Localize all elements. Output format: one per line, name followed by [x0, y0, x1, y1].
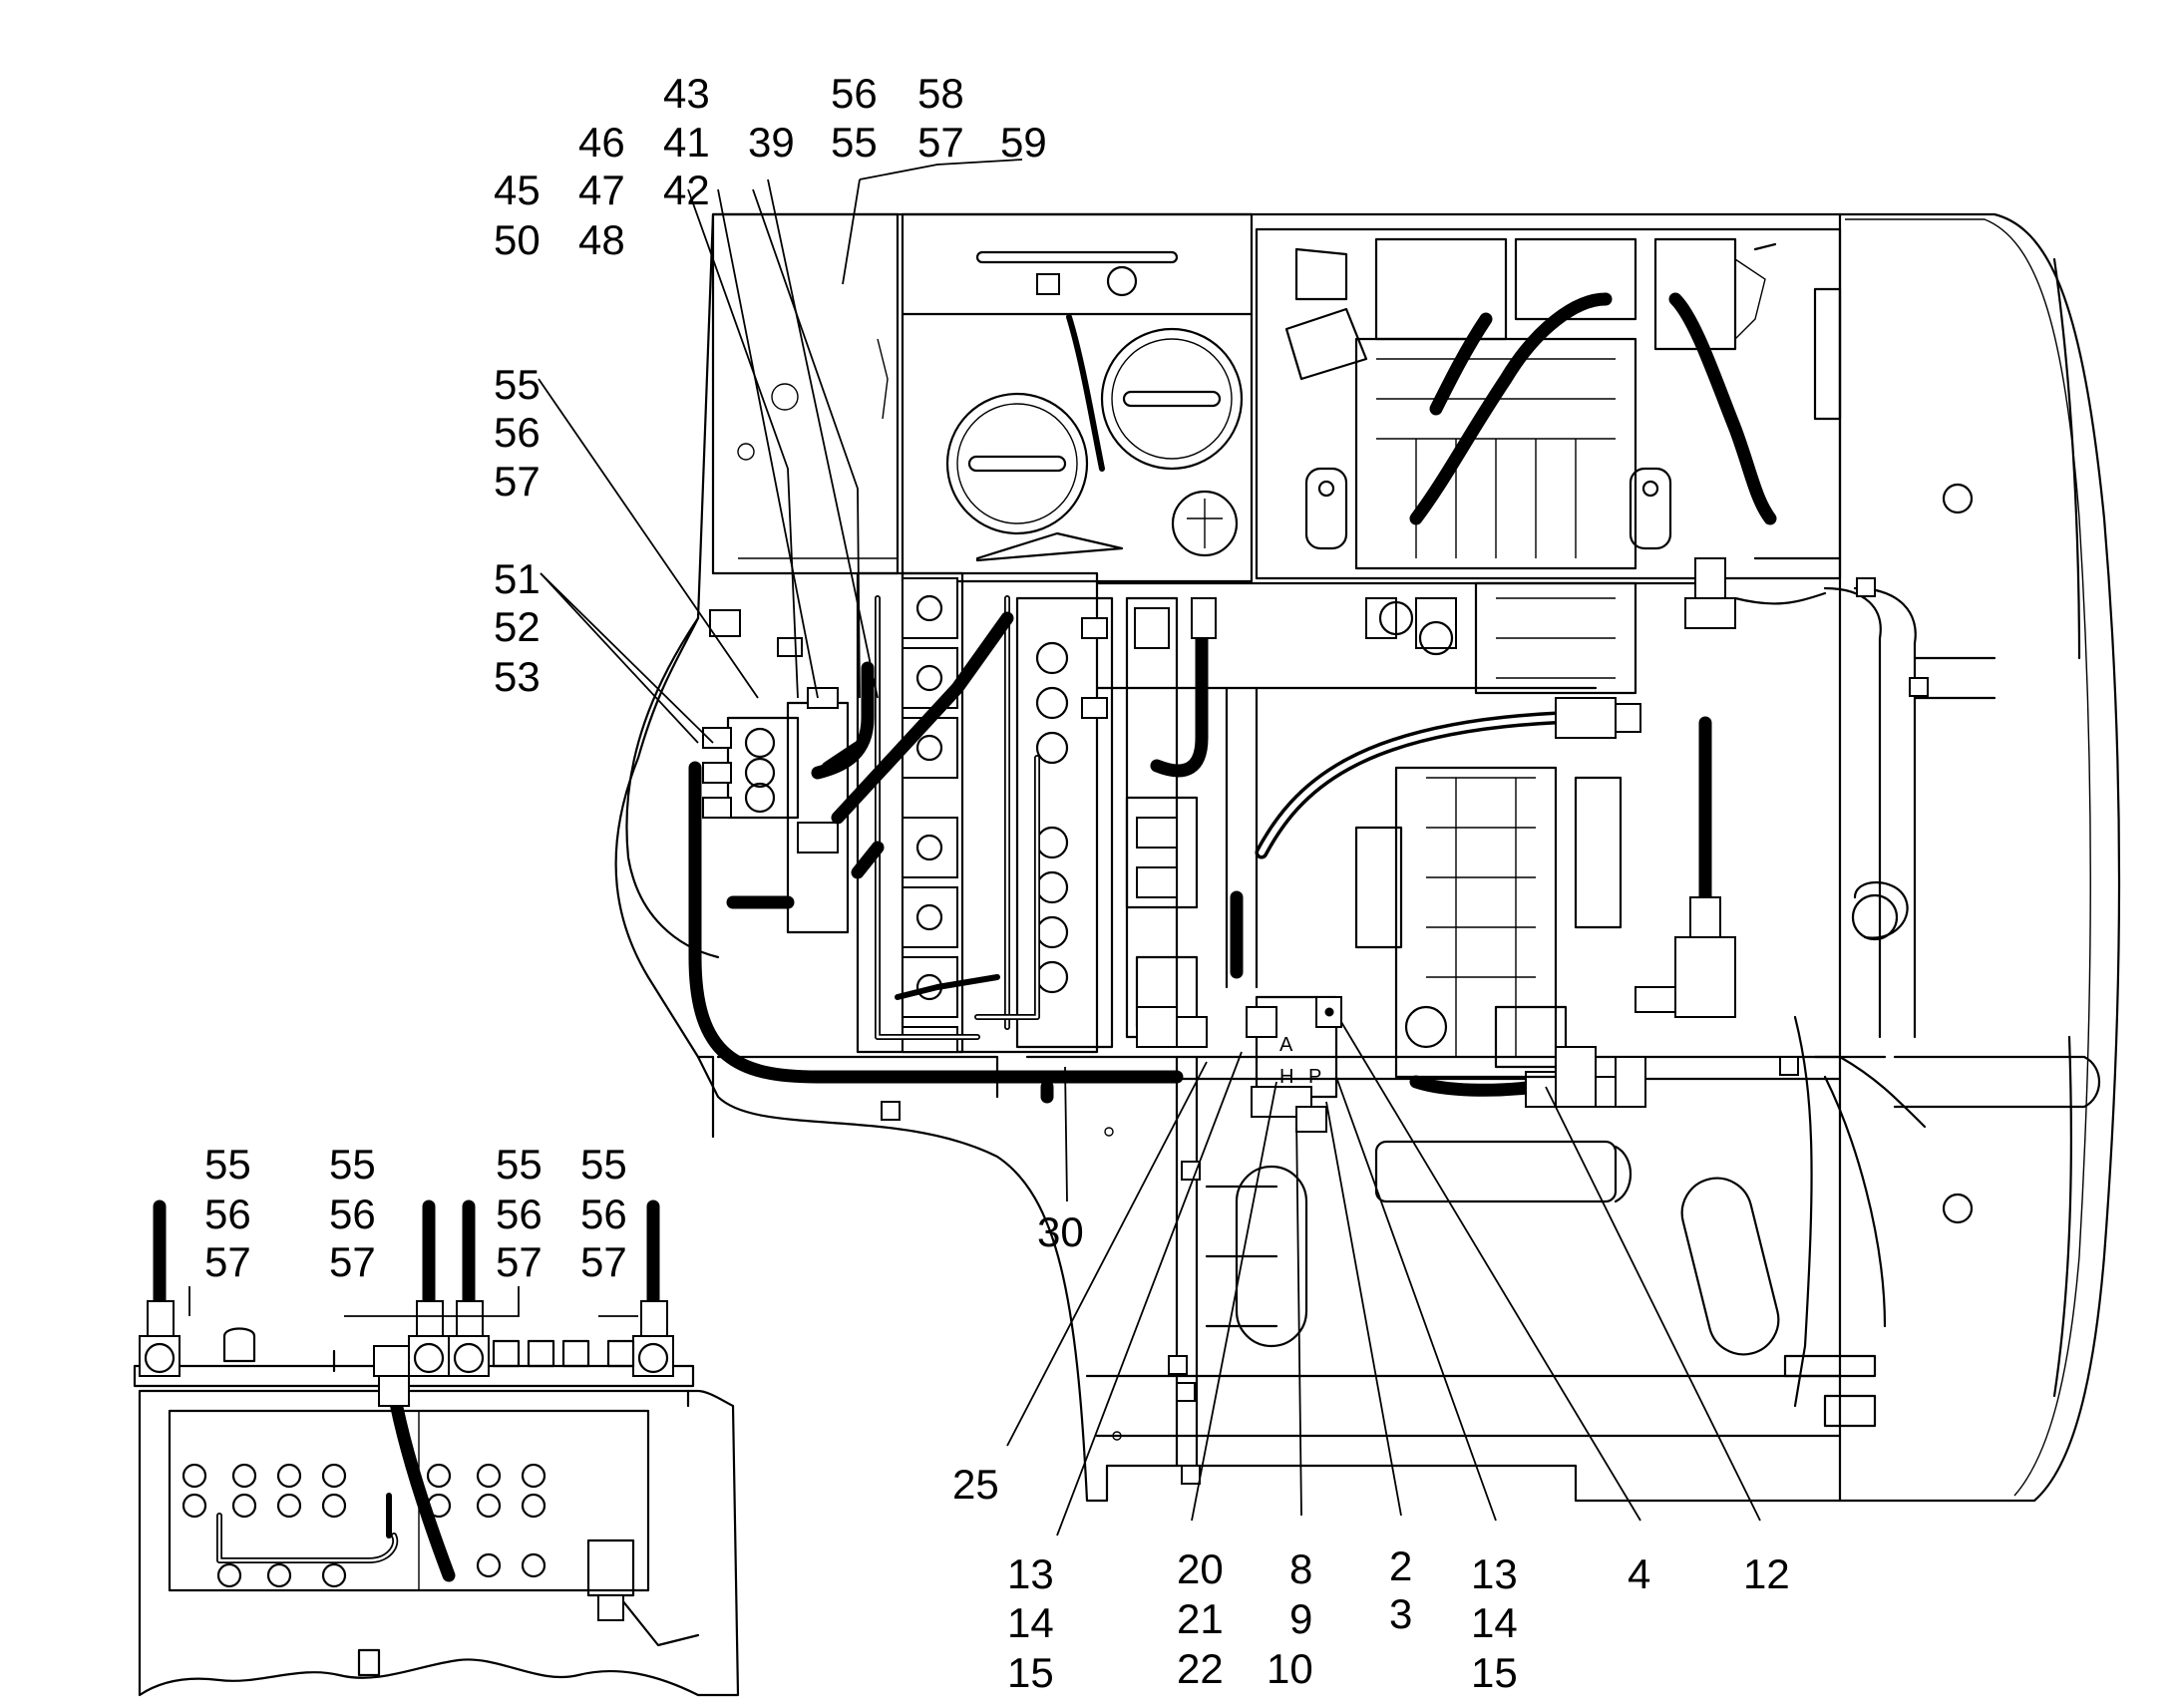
tank-panel: [877, 212, 1254, 583]
callout-label: 55: [329, 1141, 376, 1188]
inset-detail: [133, 1199, 740, 1697]
callout-label: 57: [917, 119, 964, 166]
callout-label: 55: [831, 119, 878, 166]
callout-label: 52: [494, 603, 541, 650]
callout-label: 14: [1471, 1599, 1518, 1646]
directional-valve: A H P: [1136, 995, 1342, 1133]
callout-label: 4: [1628, 1550, 1650, 1597]
lower-right-components: [1205, 1015, 2100, 1428]
callout-label: 13: [1007, 1550, 1054, 1597]
callout-label: 3: [1389, 1590, 1412, 1637]
callout-label: 50: [494, 216, 541, 263]
callout-label: 2: [1389, 1542, 1412, 1589]
callout-label: 55: [204, 1141, 251, 1188]
callout-label: 47: [578, 167, 625, 213]
valve-section-stack: [902, 577, 958, 1053]
port-label-h: H: [1279, 1066, 1293, 1088]
engine-pump-group: [1255, 227, 1974, 1224]
callout-label: 46: [578, 119, 625, 166]
callout-label: 39: [748, 119, 795, 166]
callout-label: 56: [494, 409, 541, 456]
callout-label: 57: [204, 1238, 251, 1285]
callout-label: 51: [494, 555, 541, 602]
callout-label: 48: [578, 216, 625, 263]
callout-label: 57: [580, 1238, 627, 1285]
callout-label: 56: [329, 1191, 376, 1237]
callout-label: 43: [663, 70, 710, 117]
port-label-p: P: [1308, 1066, 1321, 1088]
control-valve-bank: [856, 571, 1199, 1054]
callout-label: 53: [494, 653, 541, 700]
callout-label: 41: [663, 119, 710, 166]
callout-label: 56: [204, 1191, 251, 1237]
left-valve-block: [702, 687, 850, 934]
callout-label: 55: [494, 361, 541, 408]
callout-label: 56: [496, 1191, 543, 1237]
callout-label: 9: [1289, 1595, 1312, 1642]
callout-label: 14: [1007, 1599, 1054, 1646]
gearbox: [1354, 766, 1623, 1079]
machine-outline: [614, 212, 2121, 1503]
callout-label: 55: [496, 1141, 543, 1188]
hose-fittings: [1191, 557, 1827, 1108]
callout-label: 8: [1289, 1545, 1312, 1592]
callout-label: 57: [329, 1238, 376, 1285]
callout-label: 59: [1000, 119, 1047, 166]
callout-labels: 43 56 58 46 41 39 55 57 59 45 47 42 50 4…: [204, 70, 1790, 1696]
bolt-marks: [881, 577, 1929, 1485]
callout-label: 45: [494, 167, 541, 213]
callout-label: 20: [1177, 1545, 1224, 1592]
callout-label: 55: [580, 1141, 627, 1188]
port-label-a: A: [1279, 1034, 1293, 1056]
hoses: [688, 292, 1777, 1104]
callout-label: 22: [1177, 1645, 1224, 1692]
callout-label: 10: [1267, 1645, 1313, 1692]
callout-label: 15: [1471, 1649, 1518, 1696]
leader-lines: [188, 159, 1761, 1537]
callout-label: 30: [1037, 1208, 1084, 1255]
callout-label: 56: [831, 70, 878, 117]
callout-label: 57: [496, 1238, 543, 1285]
callout-label: 42: [663, 167, 710, 213]
callout-label: 56: [580, 1191, 627, 1237]
callout-label: 15: [1007, 1649, 1054, 1696]
callout-label: 12: [1743, 1550, 1790, 1597]
callout-label: 25: [952, 1461, 999, 1508]
left-tank-panel: [709, 212, 900, 657]
callout-label: 58: [917, 70, 964, 117]
callout-label: 57: [494, 458, 541, 505]
inset-ports: [182, 1463, 546, 1588]
callout-label: 13: [1471, 1550, 1518, 1597]
callout-label: 21: [1177, 1595, 1224, 1642]
